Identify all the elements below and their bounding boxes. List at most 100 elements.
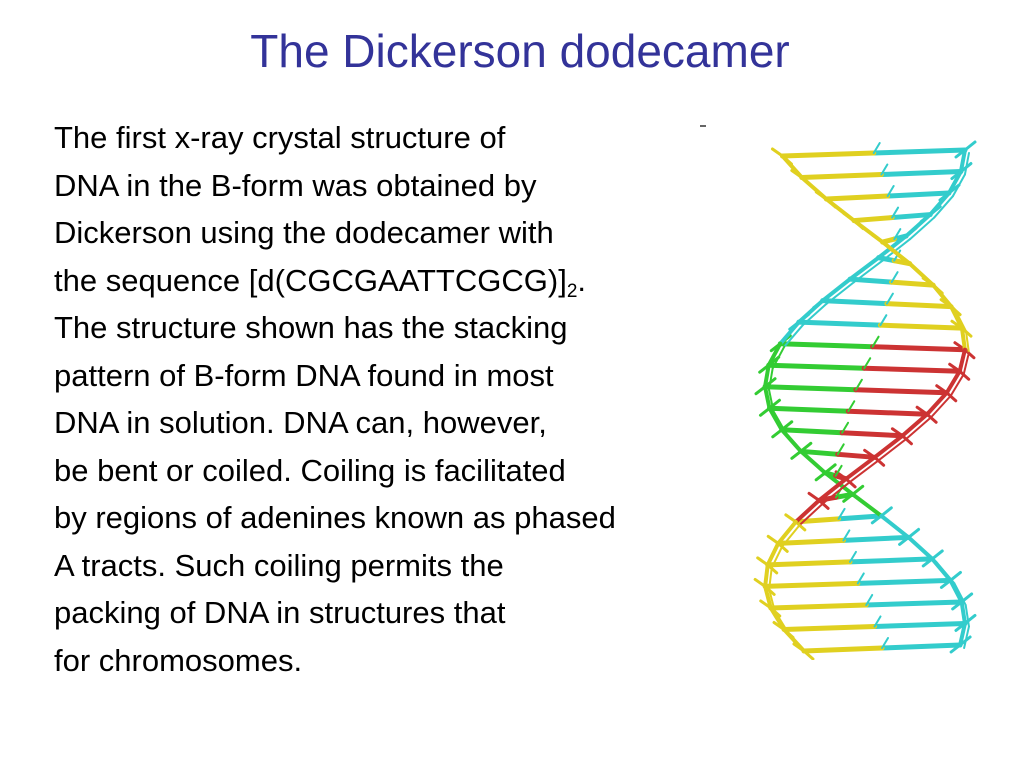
helix-bond	[844, 455, 877, 481]
helix-bond	[766, 341, 783, 368]
helix-bond	[836, 443, 845, 456]
helix-bond	[963, 625, 970, 649]
helix-bond	[870, 344, 968, 353]
helix-bond	[787, 631, 809, 655]
helix-bond	[925, 390, 949, 417]
helix-bond	[768, 588, 776, 612]
helix-bond	[945, 391, 958, 403]
helix-bond	[854, 378, 863, 391]
helix-bond	[775, 537, 846, 546]
helix-bond	[954, 308, 967, 333]
helix-bond	[931, 283, 954, 309]
dna-helix-strands	[753, 140, 977, 660]
body-line: pattern of B-form DNA found in most	[54, 357, 554, 393]
helix-bond	[835, 451, 878, 460]
helix-bond	[798, 502, 825, 526]
dna-double-helix-image	[753, 140, 977, 660]
helix-bond	[836, 513, 884, 522]
helix-bond	[817, 476, 849, 503]
helix-bond	[781, 523, 801, 548]
helix-bond	[876, 234, 909, 260]
helix-bond	[820, 298, 890, 307]
helix-bond	[766, 362, 867, 371]
helix-bond	[845, 408, 930, 417]
helix-bond	[848, 550, 857, 563]
helix-bond	[900, 412, 930, 438]
helix-bond	[935, 384, 949, 395]
helix-bond	[768, 602, 869, 611]
helix-bond	[851, 215, 895, 224]
helix-bond	[776, 519, 798, 546]
helix-bond	[841, 421, 850, 434]
helix-bond	[871, 335, 880, 348]
body-text: The first x-ray crystal structure of DNA…	[54, 114, 774, 684]
helix-bond	[766, 405, 851, 414]
helix-bond	[872, 620, 968, 629]
helix-bond	[768, 566, 773, 591]
helix-bond	[798, 448, 841, 457]
helix-bond	[889, 212, 933, 221]
helix-bond	[948, 578, 964, 604]
helix-bond	[767, 406, 784, 432]
helix-bond	[963, 140, 977, 152]
helix-bond	[855, 577, 953, 586]
helix-bond	[905, 416, 933, 440]
helix-bond	[871, 147, 968, 156]
helix-bond	[763, 363, 771, 389]
helix-bond	[853, 259, 884, 284]
helix-bond	[839, 430, 905, 439]
helix-bond	[890, 271, 899, 284]
helix-bond	[796, 319, 883, 328]
helix-bond	[879, 506, 893, 518]
helix-bond	[891, 206, 900, 219]
helix-bond	[962, 351, 970, 376]
helix-bond	[842, 529, 851, 542]
helix-bond	[796, 298, 825, 325]
helix-bond	[823, 463, 837, 475]
helix-bond	[884, 301, 954, 310]
helix-bond	[930, 556, 953, 583]
helix-bond	[886, 185, 895, 198]
helix-bond	[853, 387, 950, 396]
helix-bond	[779, 150, 877, 159]
body-line: the sequence [d(CGCGAATTCGCG)]2.	[54, 262, 587, 302]
helix-bond	[885, 190, 952, 199]
helix-bond	[925, 412, 938, 424]
helix-bond	[881, 637, 890, 649]
helix-bond	[872, 142, 881, 154]
helix-bond	[907, 527, 921, 539]
helix-bond	[856, 572, 865, 585]
helix-bond	[879, 642, 963, 651]
helix-bond	[933, 195, 954, 219]
helix-bond	[771, 345, 786, 370]
helix-bond	[878, 169, 964, 178]
helix-bond	[779, 427, 845, 436]
helix-bond	[793, 498, 822, 524]
helix-bond	[765, 559, 853, 568]
helix-bond	[799, 441, 813, 453]
helix-bond	[834, 464, 843, 477]
helix-bond	[877, 322, 965, 331]
helix-bond	[909, 216, 936, 241]
helix-bond	[820, 277, 853, 303]
helix-bond	[801, 645, 885, 654]
helix-bond	[959, 326, 967, 352]
helix-bond	[765, 541, 781, 567]
helix-bond	[928, 191, 951, 217]
helix-bond	[848, 255, 881, 282]
helix-bond	[889, 279, 936, 288]
helix-bond	[768, 367, 774, 391]
helix-bond	[763, 584, 773, 610]
helix-bond	[778, 320, 801, 346]
helix-bond	[964, 603, 970, 628]
body-line: packing of DNA in structures that	[54, 595, 506, 630]
helix-bond	[837, 507, 846, 520]
helix-bond	[930, 394, 952, 419]
body-line: Dickerson using the dodecamer with	[54, 215, 554, 250]
body-line: The first x-ray crystal structure of	[54, 120, 506, 155]
helix-bond	[944, 369, 962, 395]
helix-bond	[957, 347, 967, 374]
body-line: DNA in the B-form was obtained by	[54, 167, 537, 203]
subscript: 2	[566, 280, 578, 302]
